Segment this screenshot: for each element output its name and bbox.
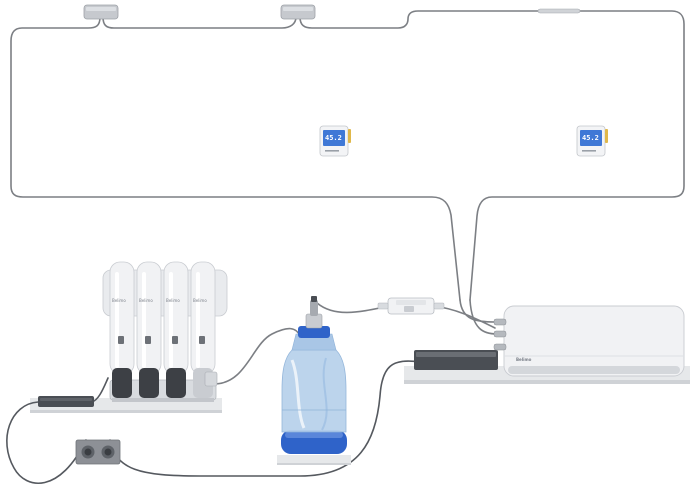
power-adapter-icon [414, 350, 498, 370]
sensor-reading: 45.2 [582, 134, 599, 142]
filter-module: Belimo Belimo Belimo Belimo [102, 261, 228, 402]
wall-sensor-icon: 45.2 [576, 125, 608, 157]
cartridge-brand: Belimo [139, 298, 153, 303]
adapter-left-cable [6, 401, 87, 484]
wall-sensor-icon: 45.2 [319, 125, 351, 157]
cartridge-brand: Belimo [193, 298, 207, 303]
drop-tube-left [459, 299, 496, 323]
valve-to-unit-tube [431, 305, 496, 329]
ceiling-connector-right [280, 4, 316, 20]
inline-valve [377, 297, 445, 315]
water-bottle-icon [281, 296, 347, 454]
control-unit-brand: Belimo [516, 357, 532, 362]
power-adapter-icon [38, 396, 94, 407]
ceiling-connector-left [83, 4, 119, 20]
sensor-reading: 45.2 [325, 134, 342, 142]
filter-cartridge-icon: Belimo [163, 261, 189, 398]
ceiling-tube-segment-top [102, 16, 297, 29]
cartridge-brand: Belimo [112, 298, 126, 303]
ceiling-tube-segment-right [299, 10, 685, 301]
ceiling-inline-fitting [537, 8, 581, 14]
ceiling-tube-loop [10, 16, 461, 301]
drop-tube-right [469, 299, 498, 335]
outlet-valve [204, 371, 218, 387]
bottle-shelf [277, 455, 351, 465]
control-unit-icon: Belimo [493, 305, 685, 377]
filter-to-bottle-tube [213, 327, 301, 385]
cartridge-brand: Belimo [166, 298, 180, 303]
filter-cartridge-icon: Belimo [136, 261, 162, 398]
filter-cartridge-icon: Belimo [109, 261, 135, 398]
wall-socket-icon [75, 439, 121, 465]
